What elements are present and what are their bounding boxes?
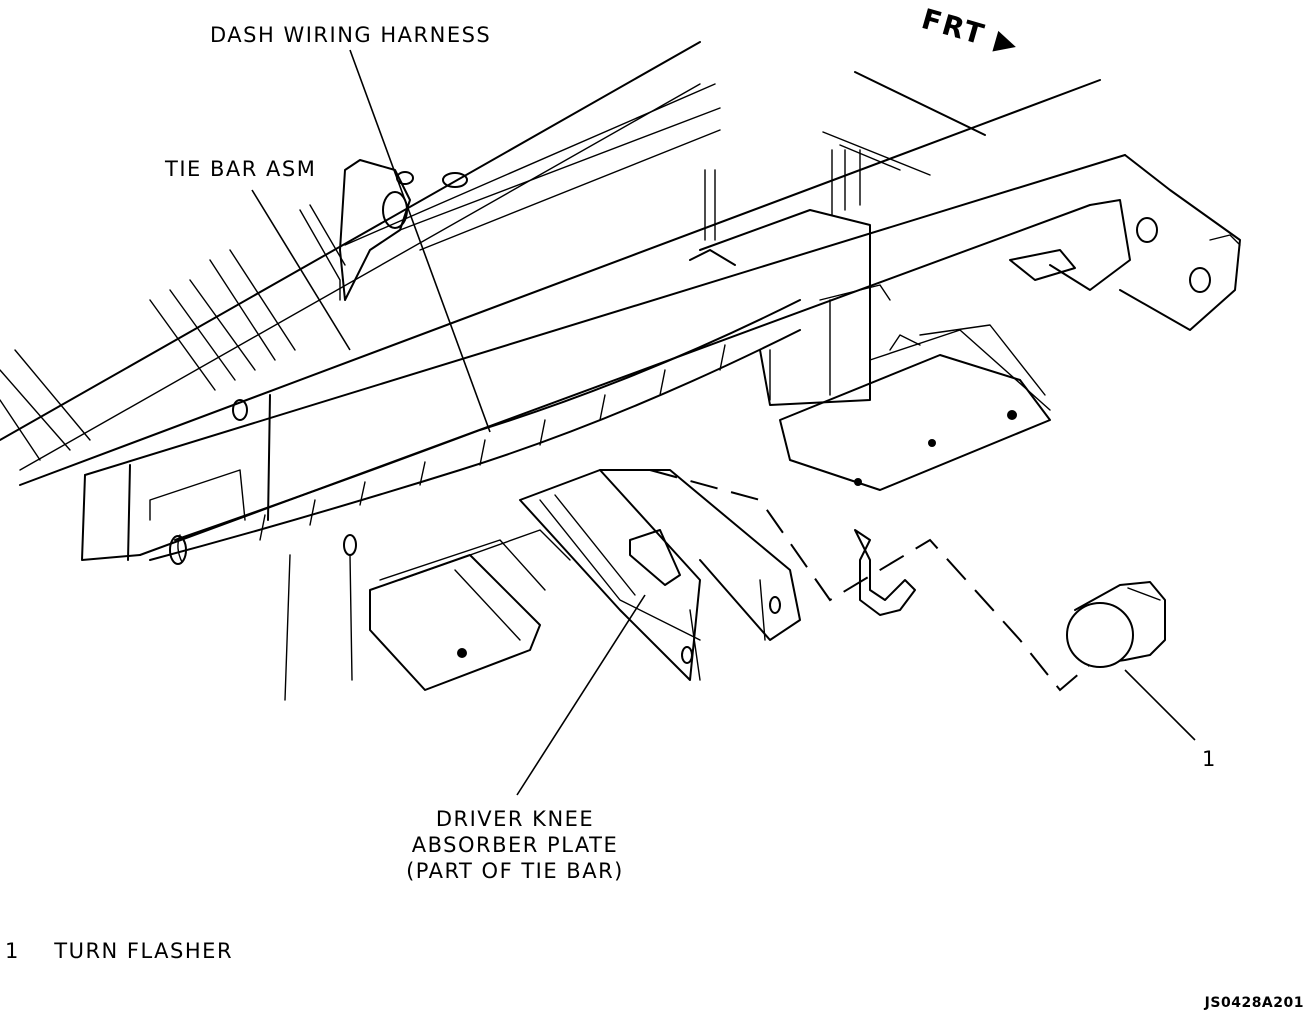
dash-wiring-harness [149,299,801,701]
dash-panel-outline [0,41,986,471]
legend-item: 1 TURN FLASHER [5,938,233,964]
turn-flasher-icon [1066,581,1166,668]
upper-mounting-bracket [299,159,468,301]
knee-plate-label: DRIVER KNEE ABSORBER PLATE (PART OF TIE … [380,806,650,884]
installation-dash-line [649,469,1096,692]
knee-plate-label-line3: (PART OF TIE BAR) [406,859,624,883]
flasher-mounting-clip [854,529,916,616]
leader-lines [251,49,1196,796]
tie-bar-beam [19,79,1241,561]
figure-id: JS0428A201 [1204,995,1304,1011]
legend-item-label: TURN FLASHER [54,939,234,963]
dash-wiring-harness-label: DASH WIRING HARNESS [210,23,492,47]
item-number-callout: 1 [1202,747,1217,771]
driver-knee-absorber-plate [519,469,801,681]
knee-plate-label-line1: DRIVER KNEE [435,807,595,831]
legend-item-number: 1 [5,939,20,963]
right-mounting-bracket [779,324,1051,491]
tie-bar-asm-label: TIE BAR ASM [165,157,317,181]
knee-plate-label-line2: ABSORBER PLATE [411,833,619,857]
lower-left-bracket [369,529,571,691]
